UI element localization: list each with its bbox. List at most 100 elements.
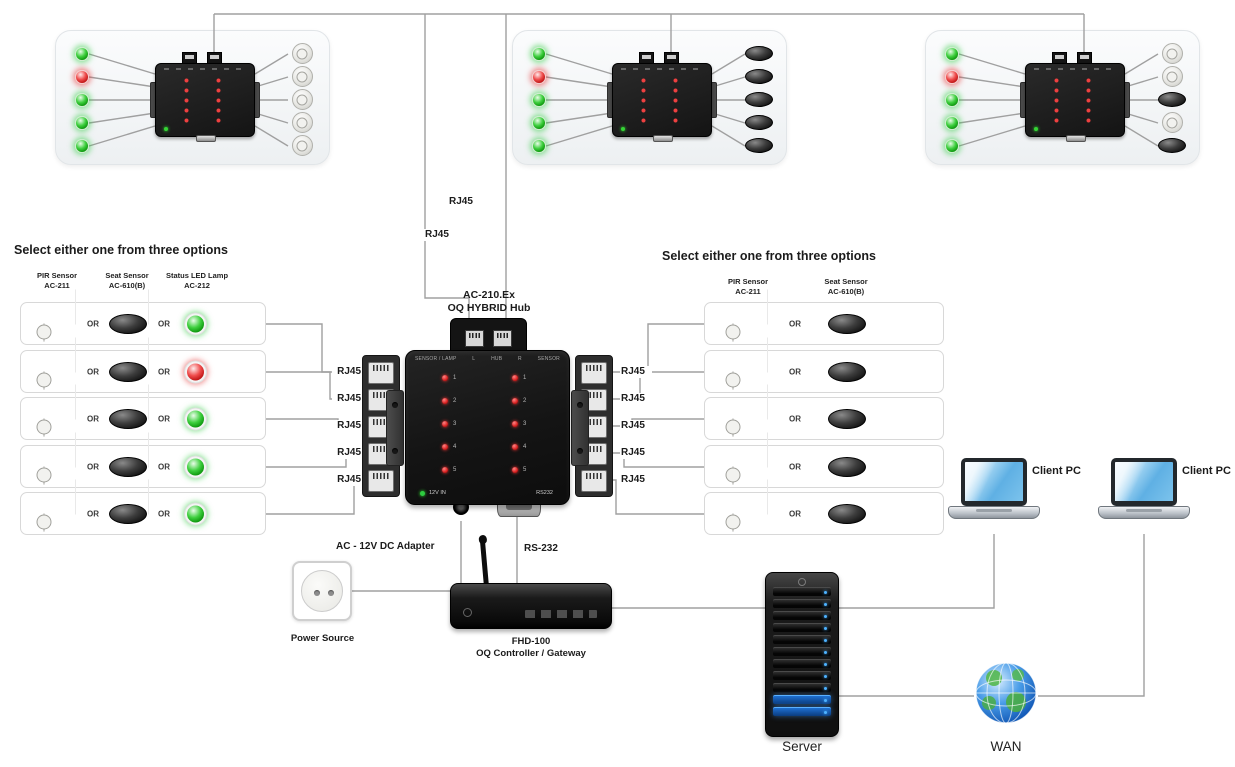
hub-uplink-ports (450, 318, 527, 352)
channel-led (512, 421, 518, 427)
laptop-screen (1111, 458, 1177, 506)
status-led (945, 46, 959, 61)
status-led (945, 92, 959, 107)
or-label: OR (87, 509, 99, 518)
seat-sensor-icon (828, 456, 866, 477)
status-led-lamp-icon (184, 312, 207, 335)
hub-label-strip (164, 68, 246, 70)
rj45-label: RJ45 (620, 420, 652, 432)
channel-led (442, 444, 448, 450)
rs232-label: RS-232 (524, 543, 558, 554)
pir-sensor-icon (43, 465, 45, 485)
status-led (75, 46, 89, 61)
hub-power-indicator: 12V IN (420, 490, 446, 496)
sensor-icon (745, 138, 773, 153)
right-option-row-2: OR (704, 337, 944, 393)
or-label: OR (87, 414, 99, 423)
divider (148, 289, 149, 325)
sensor-icon (291, 89, 313, 110)
divider (148, 384, 149, 420)
seat-sensor-icon (109, 503, 147, 524)
pir-sensor-icon (43, 417, 45, 437)
server-bay (773, 623, 831, 632)
seat-sensor-icon (109, 456, 147, 477)
mounting-bracket (571, 390, 589, 466)
sensor-icon (1161, 43, 1183, 64)
rj45-trunk-label: RJ45 (424, 229, 450, 241)
divider (75, 432, 76, 468)
or-label: OR (789, 319, 801, 328)
channel-led (512, 444, 518, 450)
sensor-icon (291, 43, 313, 64)
right-option-row-5: OR (704, 479, 944, 535)
or-label: OR (789, 462, 801, 471)
sensor-icon (745, 115, 773, 130)
server-tower (765, 572, 839, 737)
status-led (75, 92, 89, 107)
rj45-label: RJ45 (620, 474, 652, 486)
status-led (532, 138, 546, 153)
status-led-lamp-icon (184, 455, 207, 478)
power-led (164, 127, 168, 131)
sensor-icon (1158, 138, 1186, 153)
pir-sensor-icon (43, 370, 45, 390)
sensor-column (742, 42, 776, 157)
seat-sensor-icon (828, 408, 866, 429)
status-led (532, 69, 546, 84)
outlet-hole (314, 590, 320, 596)
right-option-row-4: OR (704, 432, 944, 488)
rj45-jack-icon (581, 362, 607, 384)
rj45-label: RJ45 (620, 366, 652, 378)
status-led-column (522, 42, 556, 157)
divider (148, 432, 149, 468)
channel-leds (184, 78, 189, 126)
db9-connector (196, 135, 216, 142)
mounting-bracket (386, 390, 404, 466)
laptop-base (1098, 506, 1190, 519)
status-led-lamp-icon (184, 360, 207, 383)
rj45-label: RJ45 (620, 447, 652, 459)
server-bay (773, 695, 831, 704)
status-led (532, 115, 546, 130)
pir-sensor-icon (732, 512, 734, 532)
power-led (621, 127, 625, 131)
or-label: OR (87, 462, 99, 471)
power-source-label: Power Source (290, 633, 355, 644)
status-led (75, 115, 89, 130)
divider (75, 479, 76, 515)
status-led (945, 138, 959, 153)
or-label: OR (789, 414, 801, 423)
server-bay (773, 635, 831, 644)
pir-sensor-icon (732, 417, 734, 437)
server-bay (773, 659, 831, 668)
pir-sensor-icon (732, 465, 734, 485)
status-led-column (935, 42, 969, 157)
channel-led (442, 375, 448, 381)
channel-led (442, 398, 448, 404)
or-label: OR (789, 367, 801, 376)
room-hub-device (1020, 52, 1130, 144)
pir-sensor-icon (732, 370, 734, 390)
or-label: OR (87, 367, 99, 376)
laptop-base (948, 506, 1040, 519)
rj45-jack-icon (368, 470, 394, 492)
hub-rs232-label: RS232 (536, 490, 553, 496)
room-hub-device (607, 52, 717, 144)
oq-hybrid-hub-device: SENSOR / LAMP L HUB R SENSOR 1 2 3 4 5 1… (405, 350, 570, 505)
channel-led (512, 375, 518, 381)
sensor-icon (1161, 66, 1183, 87)
server-label: Server (782, 739, 822, 754)
room-panel-2 (512, 30, 787, 165)
rj45-label: RJ45 (332, 366, 362, 378)
or-label: OR (158, 462, 170, 471)
client-pc-2 (1098, 458, 1190, 520)
power-led (1034, 127, 1038, 131)
divider (767, 337, 768, 373)
channel-leds (216, 78, 221, 126)
sensor-icon (291, 112, 313, 133)
pir-sensor-icon (43, 322, 45, 342)
divider (75, 289, 76, 325)
seat-sensor-icon (109, 313, 147, 334)
